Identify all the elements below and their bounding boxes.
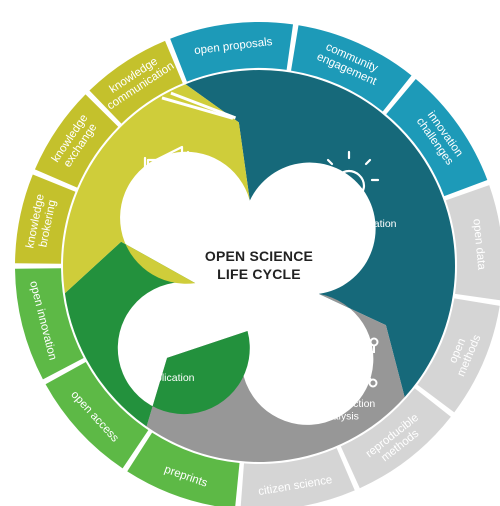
phase-label-data: 2. Data collection& analysis (295, 398, 376, 423)
phase-ideation-area (185, 70, 456, 398)
document-icon (133, 320, 163, 359)
ring-segment-data (340, 388, 451, 489)
ring-segment-data (417, 298, 500, 413)
phase-divider-line (170, 91, 237, 120)
phase-label-line: & analysis (311, 411, 359, 423)
ring-segment-data (240, 448, 355, 506)
phase-divider-line (161, 96, 234, 120)
phase-label-line: mobilization (137, 205, 193, 217)
lightbulb-icon (318, 150, 380, 213)
ring-segment-publication (15, 268, 84, 380)
ring-segment-ideation (386, 79, 488, 197)
center-title-line1: OPEN SCIENCE (205, 248, 313, 264)
laptop-network-icon (308, 325, 379, 389)
ring-segment-mobilization (89, 40, 183, 124)
phase-label-line: 2. Data collection (295, 398, 376, 410)
ring-segment-ideation (170, 22, 294, 82)
phase-label-line: 1. Ideation (347, 218, 396, 230)
phase-label-publication: 3. Publication (131, 372, 194, 384)
center-circle (193, 200, 325, 332)
ring-segment-publication (45, 361, 149, 469)
phase-mobilization-area (62, 84, 250, 294)
ring-segment-data (445, 185, 500, 301)
phase-publication-area (64, 241, 250, 427)
megaphone-icon (143, 145, 193, 184)
ring-label-line: open data (470, 218, 487, 271)
center-title-line2: LIFE CYCLE (217, 266, 301, 282)
ring-segment-mobilization (15, 174, 76, 264)
ring-label-data: open data (470, 218, 487, 271)
ring-segment-publication (127, 432, 240, 506)
phase-label-line: 4. Knowledge (133, 192, 197, 204)
ring-segment-ideation (291, 25, 412, 112)
ring-segment-mobilization (34, 94, 119, 188)
phase-data-area (146, 293, 405, 462)
phase-label-line: 3. Publication (131, 372, 194, 384)
phase-label-ideation: 1. Ideation (347, 218, 396, 230)
